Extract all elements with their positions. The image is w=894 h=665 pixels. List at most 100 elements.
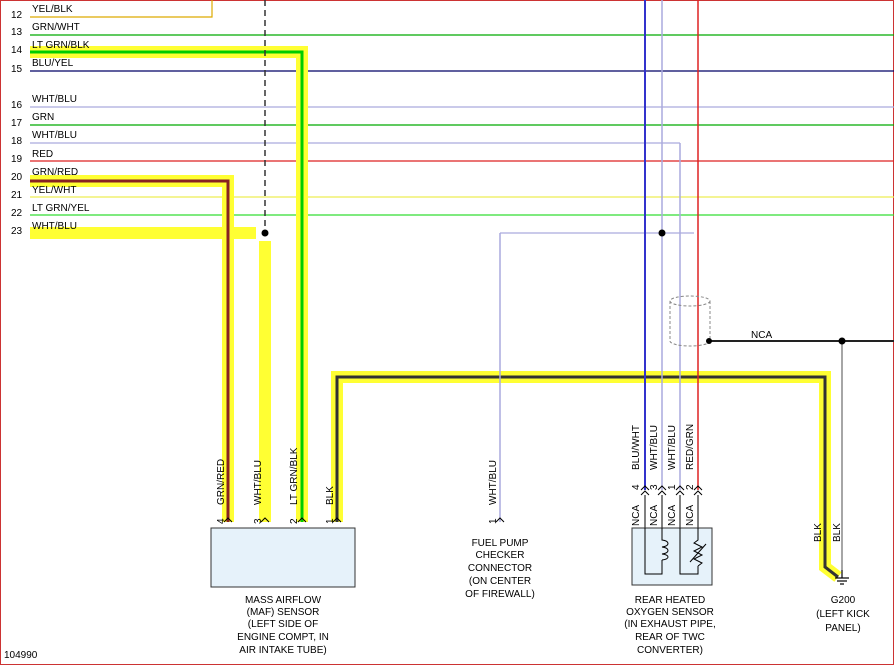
circuit-num-21: 21 <box>11 190 23 201</box>
maf-pin4-wire: GRN/RED <box>216 459 227 505</box>
o2-caption-line-2: OXYGEN SENSOR <box>626 607 714 618</box>
wire-lt-grn-blk <box>30 50 304 522</box>
circuit-label-20: GRN/RED <box>32 167 78 178</box>
o2-pin1-num: 1 <box>667 484 678 490</box>
maf-caption-line-2: (MAF) SENSOR <box>247 607 320 618</box>
maf-caption-line-1: MASS AIRFLOW <box>245 595 322 606</box>
maf-pin3-chevron <box>260 517 270 523</box>
maf-pin2-wire: LT GRN/BLK <box>289 447 300 505</box>
o2-pin4-nca: NCA <box>631 505 642 526</box>
o2-pin1-chevron <box>675 485 685 496</box>
fuel-pump-caption-line-5: OF FIREWALL) <box>465 589 535 600</box>
fuel-pump-caption-line-3: CONNECTOR <box>468 563 532 574</box>
circuit-label-21: YEL/WHT <box>32 185 76 196</box>
ground-caption-line-1: G200 <box>831 595 856 606</box>
maf-caption-line-4: ENGINE COMPT, IN <box>237 632 329 643</box>
o2-pin4-chevron <box>640 485 650 496</box>
o2-pin1-wire: WHT/BLU <box>667 425 678 470</box>
fuel-pump-pin-chevron <box>495 517 505 523</box>
o2-caption-line-4: REAR OF TWC <box>635 632 705 643</box>
o2-caption-line-1: REAR HEATED <box>635 595 705 606</box>
o2-element-coil <box>661 528 669 561</box>
maf-pin-chevrons <box>223 517 342 523</box>
maf-pin2-chevron <box>297 517 307 523</box>
circuit-num-16: 16 <box>11 100 23 111</box>
fuel-pump-caption-line-4: (ON CENTER <box>469 576 531 587</box>
shield-top-ellipse <box>669 295 711 307</box>
maf-pin1-wire: BLK <box>325 486 336 505</box>
circuit-num-18: 18 <box>11 136 23 147</box>
circuit-label-18: WHT/BLU <box>32 130 77 141</box>
wires <box>30 0 894 579</box>
circuit-line-12 <box>30 0 213 18</box>
o2-element-loop <box>644 528 663 575</box>
splice-dot-wht-blu <box>658 229 666 237</box>
ground-caption-line-2: (LEFT KICK <box>816 609 870 620</box>
o2-pin4-wire: BLU/WHT <box>631 425 642 470</box>
o2-pin-chevrons <box>640 485 703 496</box>
fuel-pump-pin-wire: WHT/BLU <box>488 460 499 505</box>
maf-caption-line-5: AIR INTAKE TUBE) <box>239 645 326 656</box>
o2-pin3-chevron <box>657 485 667 496</box>
circuit-label-13: GRN/WHT <box>32 22 80 33</box>
ground-symbol <box>835 577 849 585</box>
o2-pin-leads <box>644 495 699 528</box>
wire-blk-ground <box>335 375 839 579</box>
oxygen-sensor: BLU/WHT WHT/BLU WHT/BLU RED/GRN 4 3 1 2 … <box>624 424 716 656</box>
o2-pin2-nca: NCA <box>685 505 696 526</box>
circuit-label-22: LT GRN/YEL <box>32 203 90 214</box>
ground-wire-label-right: BLK <box>832 523 843 542</box>
o2-pin2-wire: RED/GRN <box>685 424 696 470</box>
maf-pin4-num: 4 <box>216 518 227 524</box>
maf-sensor: 4 GRN/RED 3 WHT/BLU 2 LT GRN/BLK 1 BLK M… <box>210 447 356 656</box>
splice-dots <box>261 229 846 345</box>
circuit-label-12: YEL/BLK <box>32 4 73 15</box>
maf-pin1-chevron <box>332 517 342 523</box>
maf-pin3-num: 3 <box>253 518 264 524</box>
maf-pin4-chevron <box>223 517 233 523</box>
circuit-num-13: 13 <box>11 27 23 38</box>
maf-pin2-num: 2 <box>289 518 300 524</box>
o2-heater-resistor <box>692 528 704 567</box>
wire-grn-red <box>30 179 230 522</box>
ground-wire-label-left: BLK <box>813 523 824 542</box>
o2-caption-line-5: CONVERTER) <box>637 645 703 656</box>
o2-pin3-wire: WHT/BLU <box>649 425 660 470</box>
splice-dot-shield <box>261 229 269 237</box>
o2-caption-line-3: (IN EXHAUST PIPE, <box>624 619 716 630</box>
o2-pin4-num: 4 <box>631 484 642 490</box>
circuit-lines <box>30 0 894 234</box>
o2-pin2-num: 2 <box>685 484 696 490</box>
circuit-num-20: 20 <box>11 172 23 183</box>
o2-heater-arrow <box>689 543 707 563</box>
o2-sensor-internals <box>644 528 707 575</box>
circuit-label-15: BLU/YEL <box>32 58 74 69</box>
circuit-label-19: RED <box>32 149 53 160</box>
highlight-ground-path <box>331 371 842 582</box>
circuit-num-19: 19 <box>11 154 23 165</box>
o2-pin3-nca: NCA <box>649 505 660 526</box>
maf-sensor-box <box>210 527 356 588</box>
shield-bottom-arc <box>669 340 711 347</box>
maf-pin3-wire: WHT/BLU <box>253 460 264 505</box>
circuit-label-14: LT GRN/BLK <box>32 40 90 51</box>
o2-pin2-chevron <box>693 485 703 496</box>
maf-pin1-num: 1 <box>325 518 336 524</box>
circuit-num-15: 15 <box>11 64 23 75</box>
circuit-num-14: 14 <box>11 45 23 56</box>
o2-heater-loop <box>679 528 699 575</box>
fuel-pump-caption-line-2: CHECKER <box>476 550 525 561</box>
circuit-label-16: WHT/BLU <box>32 94 77 105</box>
nca-shield-label: NCA <box>751 330 772 341</box>
shield-cylinder <box>669 295 711 347</box>
maf-caption-line-3: (LEFT SIDE OF <box>248 619 318 630</box>
highlighted-circuits <box>30 46 842 582</box>
circuit-num-22: 22 <box>11 208 23 219</box>
diagram-id: 104990 <box>4 650 38 661</box>
circuit-label-23: WHT/BLU <box>32 221 77 232</box>
circuit-num-23: 23 <box>11 226 23 237</box>
ground-caption-line-3: PANEL) <box>825 623 860 634</box>
fuel-pump-connector: 1 WHT/BLU FUEL PUMP CHECKER CONNECTOR (O… <box>465 460 535 600</box>
